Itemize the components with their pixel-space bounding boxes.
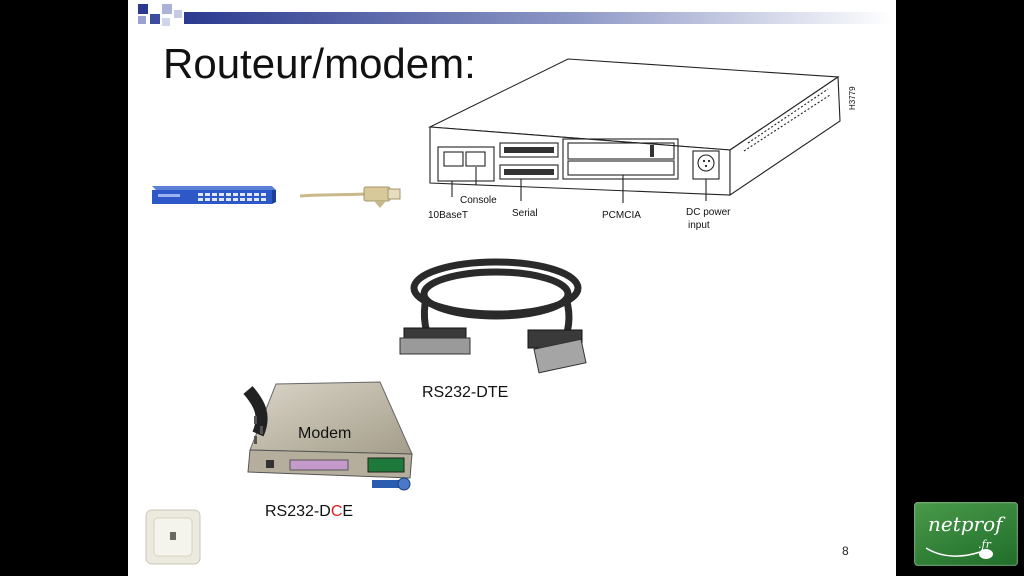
label-pcmcia: PCMCIA	[602, 210, 641, 221]
modem-image	[240, 380, 530, 496]
dce-caption-suffix: E	[342, 503, 353, 520]
slide: Routeur/modem:	[128, 0, 896, 576]
title-decoration	[128, 0, 896, 40]
label-10baset: 10BaseT	[428, 210, 468, 221]
label-serial: Serial	[512, 208, 538, 219]
logo-text: netprof	[928, 512, 1003, 536]
label-dc-input: input	[688, 220, 710, 231]
netprof-logo: netprof .fr	[914, 502, 1018, 566]
label-console: Console	[460, 195, 497, 206]
router-diagram	[418, 55, 878, 240]
serial-cable-image	[396, 248, 596, 380]
label-dc-power: DC power	[686, 207, 730, 218]
network-switch-image	[148, 180, 280, 212]
mouse-icon	[922, 538, 1002, 564]
dce-caption-prefix: RS232-D	[265, 503, 331, 520]
page-number: 8	[842, 544, 849, 558]
modem-label: Modem	[298, 425, 351, 443]
router-serial-code: H3779	[848, 86, 857, 110]
ethernet-cable-image	[296, 182, 406, 212]
wall-socket-image	[144, 508, 204, 568]
dce-caption: RS232-DCE	[265, 503, 353, 521]
dce-caption-highlight: C	[331, 503, 343, 520]
